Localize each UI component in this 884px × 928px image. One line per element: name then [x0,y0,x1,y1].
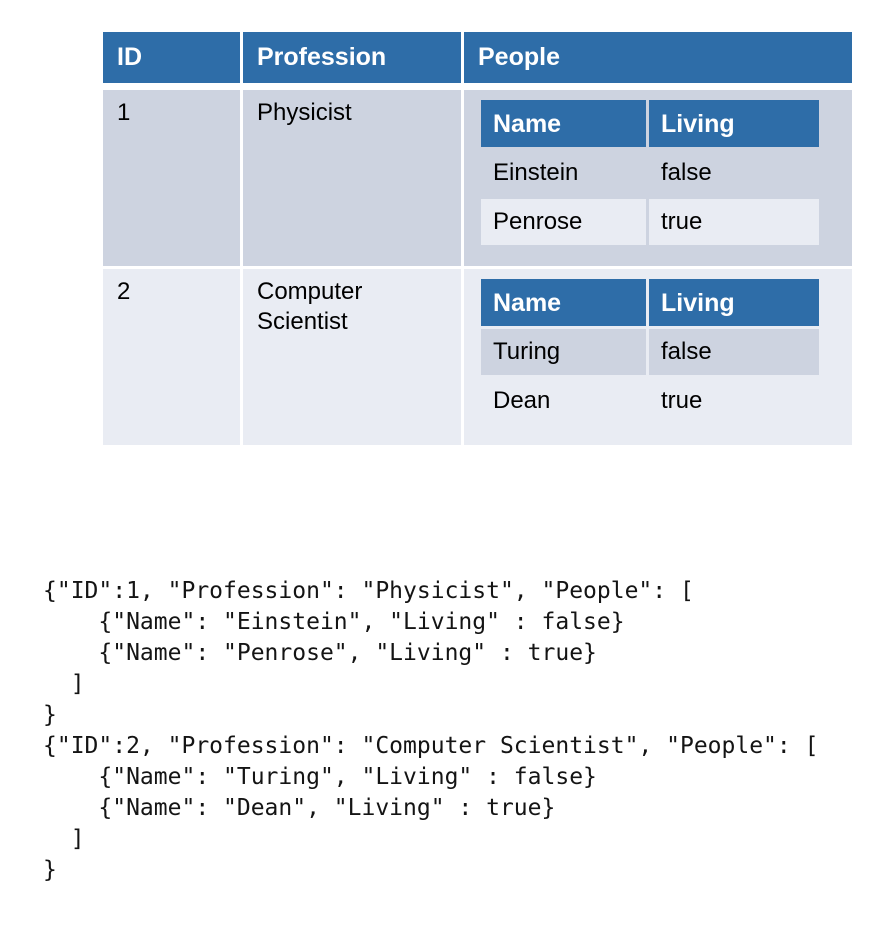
column-header-living: Living [649,100,819,147]
column-header-id: ID [103,32,240,87]
cell-profession: Physicist [243,90,461,266]
people-table: Name Living Einstein false Penrose [478,97,822,248]
cell-profession: Computer Scientist [243,269,461,445]
cell-name: Penrose [481,199,646,245]
code-line: {"Name": "Penrose", "Living" : true} [43,640,597,666]
cell-living: false [649,329,819,375]
code-line: ] [43,671,85,697]
records-table: ID Profession People 1 Physicist Name Li… [100,29,855,448]
records-table-header-row: ID Profession People [103,32,852,87]
table-row: Dean true [481,378,819,424]
code-line: {"Name": "Turing", "Living" : false} [43,764,597,790]
code-line: } [43,857,57,883]
cell-people: Name Living Einstein false Penrose [464,90,852,266]
table-row: 1 Physicist Name Living Ein [103,90,852,266]
people-table-header-row: Name Living [481,100,819,147]
cell-living: true [649,199,819,245]
column-header-profession: Profession [243,32,461,87]
column-header-name: Name [481,100,646,147]
people-table-header-row: Name Living [481,279,819,326]
table-row: 2 Computer Scientist Name Living [103,269,852,445]
column-header-living: Living [649,279,819,326]
table-row: Turing false [481,329,819,375]
code-line: {"ID":1, "Profession": "Physicist", "Peo… [43,578,694,604]
cell-name: Turing [481,329,646,375]
cell-id: 1 [103,90,240,266]
column-header-name: Name [481,279,646,326]
code-line: {"ID":2, "Profession": "Computer Scienti… [43,733,819,759]
json-code-block: {"ID":1, "Profession": "Physicist", "Peo… [43,576,818,886]
cell-living: false [649,150,819,196]
cell-id: 2 [103,269,240,445]
cell-people: Name Living Turing false Dean true [464,269,852,445]
code-line: ] [43,826,85,852]
code-line: } [43,702,57,728]
cell-name: Dean [481,378,646,424]
cell-living: true [649,378,819,424]
table-row: Einstein false [481,150,819,196]
table-row: Penrose true [481,199,819,245]
code-line: {"Name": "Einstein", "Living" : false} [43,609,625,635]
cell-name: Einstein [481,150,646,196]
code-line: {"Name": "Dean", "Living" : true} [43,795,556,821]
people-table: Name Living Turing false Dean true [478,276,822,427]
column-header-people: People [464,32,852,87]
